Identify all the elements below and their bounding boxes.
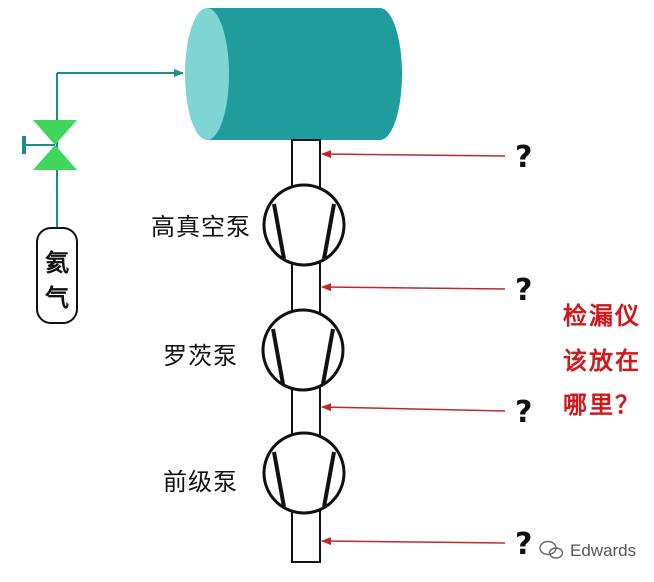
helium-label-line1: 氦 xyxy=(45,248,69,277)
arrow-1 xyxy=(321,150,506,159)
helium-bottle xyxy=(36,227,78,324)
valve-icon xyxy=(22,120,77,170)
question-mark-3: ? xyxy=(515,395,533,430)
question-line-1: 检漏仪 xyxy=(563,302,641,330)
candidate-arrows xyxy=(321,150,506,546)
high-vacuum-pump-icon xyxy=(262,183,346,267)
arrow-4 xyxy=(321,537,506,546)
question-mark-4: ? xyxy=(515,527,533,562)
watermark-text: Edwards xyxy=(570,541,637,560)
high-vacuum-pump-label: 高真空泵 xyxy=(151,213,251,241)
helium-label-line2: 气 xyxy=(45,283,69,312)
pipe-segment-1 xyxy=(291,139,321,189)
question-mark-2: ? xyxy=(515,273,533,308)
question-mark-1: ? xyxy=(515,140,533,175)
arrow-3 xyxy=(321,403,506,412)
roots-pump-icon xyxy=(261,308,345,392)
vacuum-chamber xyxy=(185,8,402,140)
question-line-3: 哪里？ xyxy=(563,391,641,419)
helium-feed-line xyxy=(56,69,184,228)
pipe-segment-2 xyxy=(291,261,321,315)
wechat-icon xyxy=(539,540,564,559)
backing-pump-icon xyxy=(262,431,346,515)
pipe-segment-3 xyxy=(291,386,321,438)
question-line-2: 该放在 xyxy=(563,347,641,375)
backing-pump-label: 前级泵 xyxy=(163,468,238,496)
roots-pump-label: 罗茨泵 xyxy=(163,342,238,370)
pipe-segment-4 xyxy=(291,509,321,563)
arrow-2 xyxy=(321,283,506,292)
